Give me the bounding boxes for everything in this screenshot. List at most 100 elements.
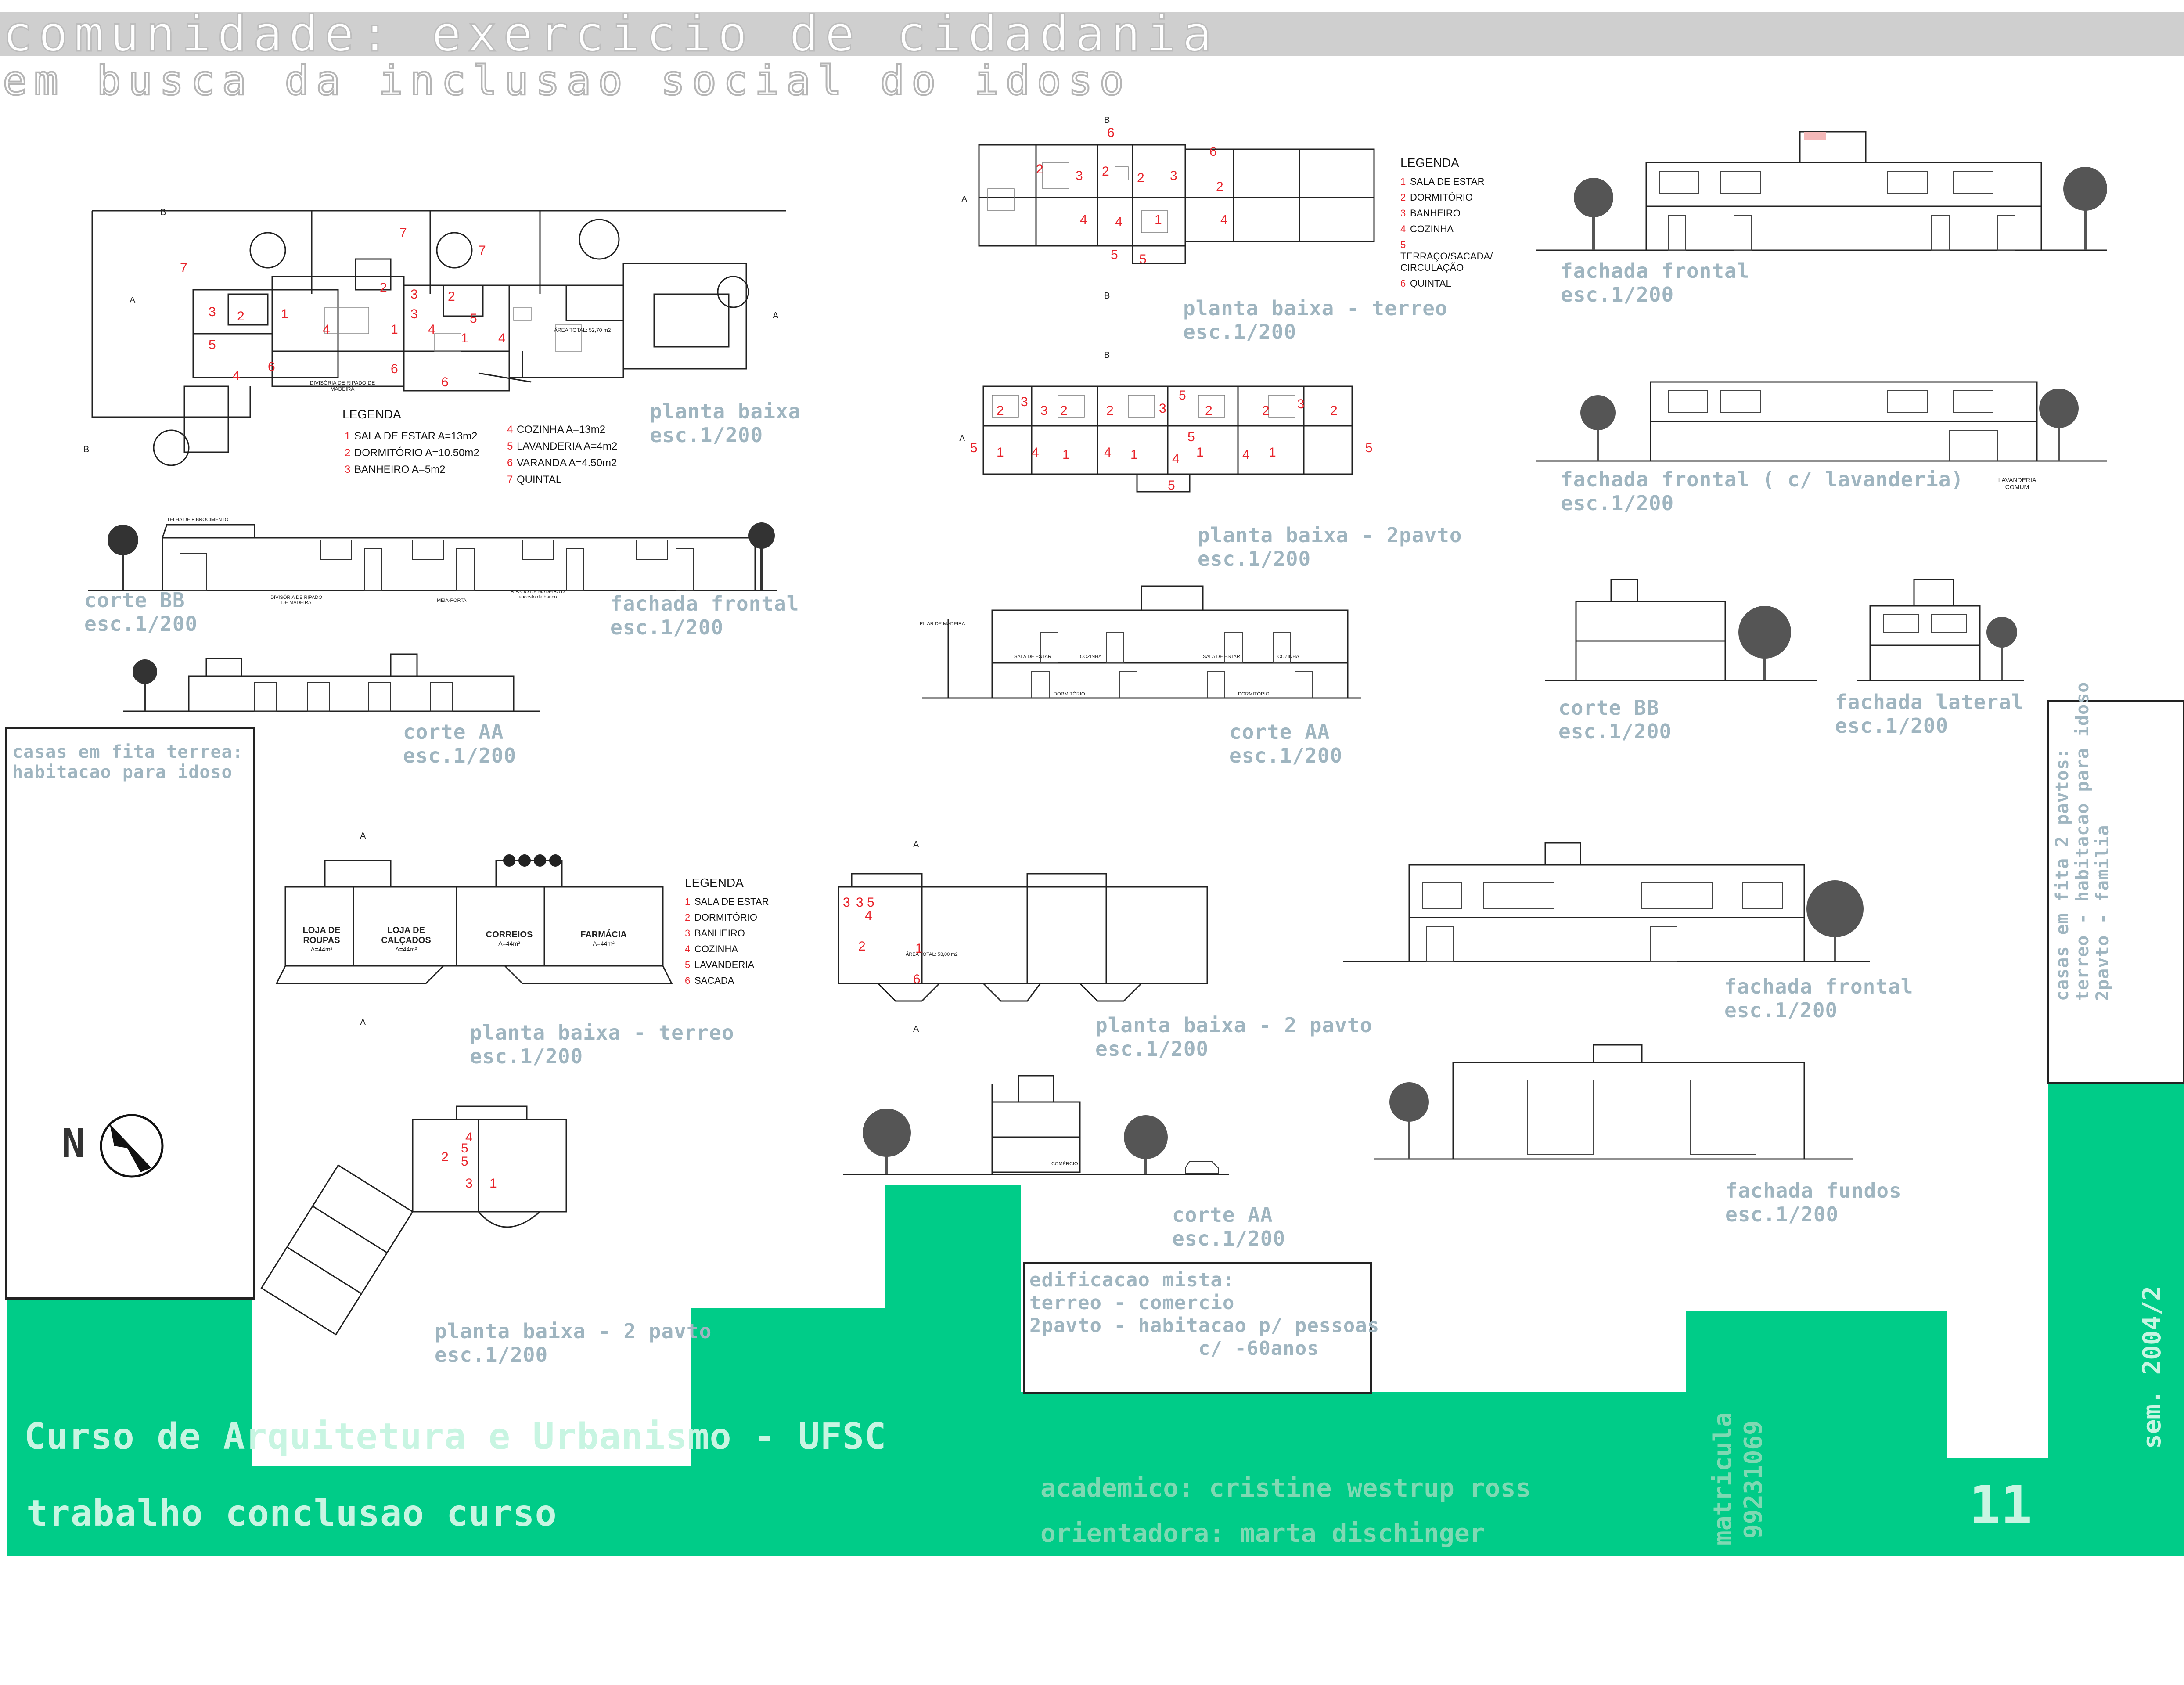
svg-text:4: 4 <box>323 322 330 337</box>
lavanderia-comum-note: LAVANDERIA COMUM <box>1998 476 2036 490</box>
svg-text:5: 5 <box>1111 248 1118 262</box>
svg-text:5: 5 <box>1168 478 1175 493</box>
svg-text:2: 2 <box>1330 403 1338 418</box>
svg-text:1: 1 <box>391 322 398 337</box>
title-bar <box>0 12 2184 56</box>
svg-text:2: 2 <box>1060 403 1068 418</box>
svg-text:2: 2 <box>1205 403 1213 418</box>
svg-text:1: 1 <box>461 331 468 346</box>
svg-text:3: 3 <box>410 307 418 321</box>
floor-plan-mista-terreo: A A <box>275 831 673 1027</box>
room-sala-2: SALA DE ESTAR <box>1203 654 1240 659</box>
svg-text:3: 3 <box>1170 169 1177 183</box>
svg-text:A: A <box>773 311 779 320</box>
elevation-mista-fachada-fundos <box>1374 1044 1853 1160</box>
svg-text:2: 2 <box>1036 162 1043 176</box>
svg-text:1: 1 <box>1155 212 1162 227</box>
section-corte-bb-2pavtos <box>1545 579 1817 681</box>
elev-note-telha: TELHA DE FIBROCIMENTO <box>167 517 229 522</box>
svg-text:2: 2 <box>380 281 387 295</box>
svg-text:2: 2 <box>441 1150 449 1164</box>
elevation-fachada-lavanderia <box>1536 381 2107 462</box>
section-corte-aa-terrea <box>123 653 540 712</box>
room-cozinha-1: COZINHA <box>1080 654 1102 659</box>
page-number: 11 <box>1969 1475 2033 1536</box>
svg-text:5: 5 <box>461 1154 468 1169</box>
svg-text:4: 4 <box>865 908 872 923</box>
svg-text:7: 7 <box>479 243 486 258</box>
elevation-mista-fachada-frontal <box>1343 842 1870 962</box>
page-title: comunidade: exercicio de cidadania <box>2 6 1218 63</box>
legend-title: LEGENDA <box>342 407 401 421</box>
course-name: Curso de Arquitetura e Urbanismo - UFSC <box>24 1416 887 1458</box>
svg-text:5: 5 <box>470 311 477 326</box>
svg-text:2: 2 <box>1137 171 1144 185</box>
work-title: trabalho conclusao curso <box>26 1493 557 1534</box>
svg-text:1: 1 <box>1130 447 1138 462</box>
pilar-note: PILAR DE MADEIRA <box>920 621 965 626</box>
svg-text:1: 1 <box>1196 445 1204 460</box>
panel-casas-terrea <box>5 727 255 1300</box>
svg-text:4: 4 <box>1032 445 1039 460</box>
svg-text:5: 5 <box>970 441 978 455</box>
advisor-name: orientadora: marta dischinger <box>1040 1518 1485 1548</box>
svg-text:1: 1 <box>1269 445 1276 460</box>
room-dormitorio-2: DORMITÓRIO <box>1238 691 1270 697</box>
section-corte-aa-2pavtos <box>922 585 1361 699</box>
svg-text:B: B <box>160 208 166 217</box>
svg-text:3: 3 <box>209 305 216 319</box>
panel-edificacao-mista-label: edificacao mista: terreo - comercio 2pav… <box>1029 1269 1380 1360</box>
footer-block-6 <box>1686 1311 1947 1556</box>
caption-fachada-lavanderia: fachada frontal ( c/ lavanderia)esc.1/20… <box>1561 468 1964 515</box>
svg-text:4: 4 <box>1115 215 1123 229</box>
floor-plan-terrea: 7 7 7 3 2 1 4 5 4 6 2 3 3 2 1 5 1 4 4 6 … <box>83 208 786 466</box>
panel-casas-2pavtos-label: casas em fita 2 pavtos: terreo - habitac… <box>2052 681 2113 1001</box>
svg-text:2: 2 <box>237 309 245 324</box>
svg-text:1: 1 <box>997 445 1004 460</box>
svg-text:4: 4 <box>1242 447 1250 462</box>
svg-text:2: 2 <box>1106 403 1114 418</box>
academic-name: academico: cristine westrup ross <box>1040 1473 1531 1503</box>
svg-text:3: 3 <box>856 895 864 910</box>
svg-text:B: B <box>83 445 89 454</box>
comercio-note: COMÉRCIO <box>1051 1161 1078 1167</box>
svg-text:B: B <box>1104 291 1110 301</box>
plan-divisoria-note: DIVISÓRIA DE RIPADO DE MADEIRA <box>309 380 375 392</box>
svg-text:A: A <box>959 434 965 443</box>
panel-edificacao-mista <box>1023 1262 1372 1394</box>
svg-text:1: 1 <box>915 941 923 956</box>
svg-text:3: 3 <box>1021 395 1028 409</box>
svg-text:4: 4 <box>498 331 506 346</box>
svg-text:A: A <box>130 295 136 305</box>
svg-text:6: 6 <box>268 360 275 374</box>
svg-text:A: A <box>913 840 919 850</box>
svg-text:2: 2 <box>1102 164 1109 179</box>
legend-title: LEGENDA <box>685 876 744 889</box>
room-sala-1: SALA DE ESTAR <box>1014 654 1051 659</box>
svg-text:6: 6 <box>391 362 398 376</box>
svg-text:3: 3 <box>1076 169 1083 183</box>
svg-text:7: 7 <box>399 226 407 240</box>
